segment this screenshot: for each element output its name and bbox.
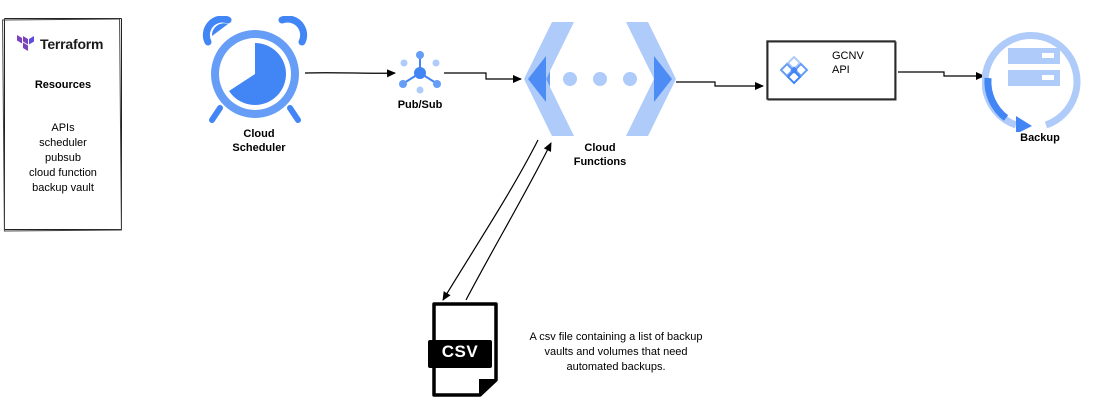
pubsub-label: Pub/Sub xyxy=(397,99,443,111)
terraform-logo-icon xyxy=(17,35,34,51)
resource-item: pubsub xyxy=(44,152,82,164)
arrow-functions-to-gcnv xyxy=(676,81,764,90)
resources-title: Resources xyxy=(34,79,92,91)
cloud-functions-icon xyxy=(524,22,676,136)
gcnv-api-label: GCNV API xyxy=(832,50,864,76)
terraform-brand: Terraform xyxy=(40,36,104,52)
cloud-scheduler-icon xyxy=(202,16,308,123)
csv-file-icon xyxy=(428,302,498,397)
resource-item: scheduler xyxy=(39,137,87,149)
terraform-panel: Terraform Resources APIs scheduler pubsu… xyxy=(2,18,122,232)
panel-border xyxy=(4,18,122,230)
arrow-scheduler-to-pubsub xyxy=(304,69,396,78)
cloud-scheduler-label: Cloud Scheduler xyxy=(232,128,286,154)
arrow-pubsub-to-functions xyxy=(444,72,522,83)
resource-item: backup vault xyxy=(32,182,94,194)
gcnv-box-border xyxy=(766,40,897,101)
gcnv-api-box: GCNV API xyxy=(766,40,897,101)
csv-description: A csv file containing a list of backup v… xyxy=(529,331,703,373)
backup-icon xyxy=(982,32,1081,132)
arrow-gcnv-to-backup xyxy=(898,71,985,80)
backup-label: Backup xyxy=(1020,132,1060,144)
csv-badge-text: CSV xyxy=(441,342,479,361)
resource-item: APIs xyxy=(51,122,75,134)
resource-item: cloud function xyxy=(29,167,97,179)
pubsub-icon xyxy=(399,51,441,94)
arrow-functions-to-csv xyxy=(442,139,539,301)
arrow-csv-to-functions xyxy=(465,142,552,301)
gcnv-api-icon xyxy=(779,55,809,85)
resources-list: APIs scheduler pubsub cloud function bac… xyxy=(4,121,122,196)
cloud-functions-label: Cloud Functions xyxy=(573,142,627,168)
